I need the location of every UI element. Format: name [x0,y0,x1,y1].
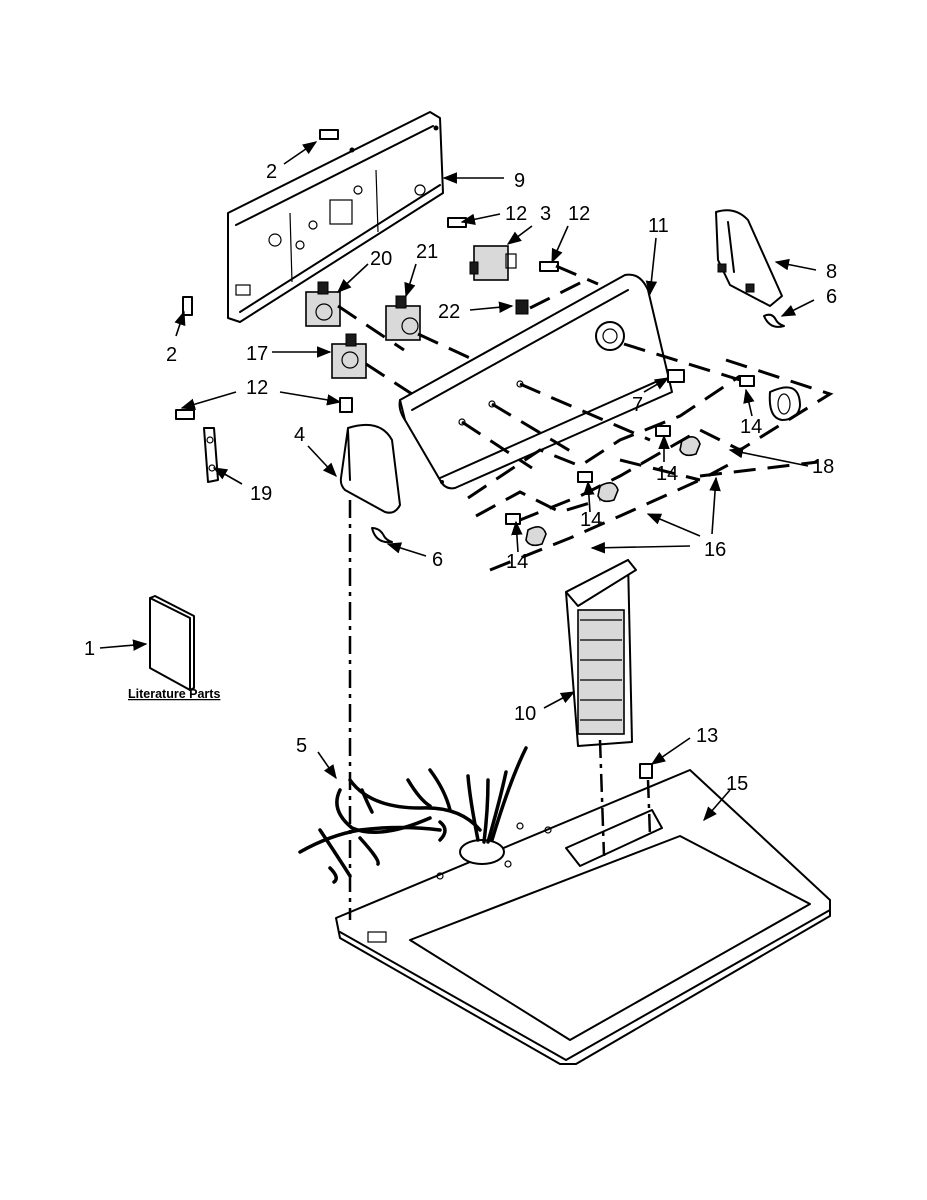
clip-6-right [763,313,785,328]
callout-14: 14 [506,551,528,573]
callout-1: 1 [84,638,95,660]
callout-21: 21 [416,241,438,263]
end-cap-right-part [715,209,783,307]
callout-2: 2 [266,161,277,183]
rear-panel-part [227,111,444,323]
lint-screen-part [565,559,637,747]
callout-11: 11 [648,215,669,237]
switch-20-part [305,281,341,327]
literature-parts-book [149,595,195,691]
callout-14: 14 [740,416,762,438]
assembly-lines [337,264,834,920]
callout-15: 15 [726,773,748,795]
callout-20: 20 [370,248,392,270]
wire-harness-part [298,746,528,884]
clip-6-left [371,527,393,544]
callout-13: 13 [696,725,718,747]
callout-labels: 2 9 12 3 12 11 20 21 8 6 22 2 17 12 7 14… [84,161,837,795]
timer-part [469,245,517,281]
callout-3: 3 [540,203,551,225]
callout-12: 12 [505,203,527,225]
part-22 [515,299,529,315]
callout-12: 12 [246,377,268,399]
callout-9: 9 [514,170,525,192]
screws [175,129,685,779]
callout-5: 5 [296,735,307,757]
callout-8: 8 [826,261,837,283]
switch-21-part [385,295,421,341]
callout-4: 4 [294,424,305,446]
callout-14: 14 [656,463,678,485]
switch-17-part [331,333,367,379]
callout-2: 2 [166,344,177,366]
callout-6: 6 [826,286,837,308]
callout-12: 12 [568,203,590,225]
callout-18: 18 [812,456,834,478]
callout-6: 6 [432,549,443,571]
end-cap-left-part [339,424,401,514]
part-19 [203,427,219,483]
literature-parts-label: Literature Parts [128,687,220,701]
callout-17: 17 [246,343,268,365]
console-part [398,273,673,490]
callout-14: 14 [580,509,602,531]
callout-22: 22 [438,301,460,323]
callout-10: 10 [514,703,536,725]
callout-7: 7 [632,394,643,416]
callout-16: 16 [704,539,726,561]
leader-arrows [99,141,817,822]
top-panel-part [335,769,831,1065]
callout-19: 19 [250,483,272,505]
